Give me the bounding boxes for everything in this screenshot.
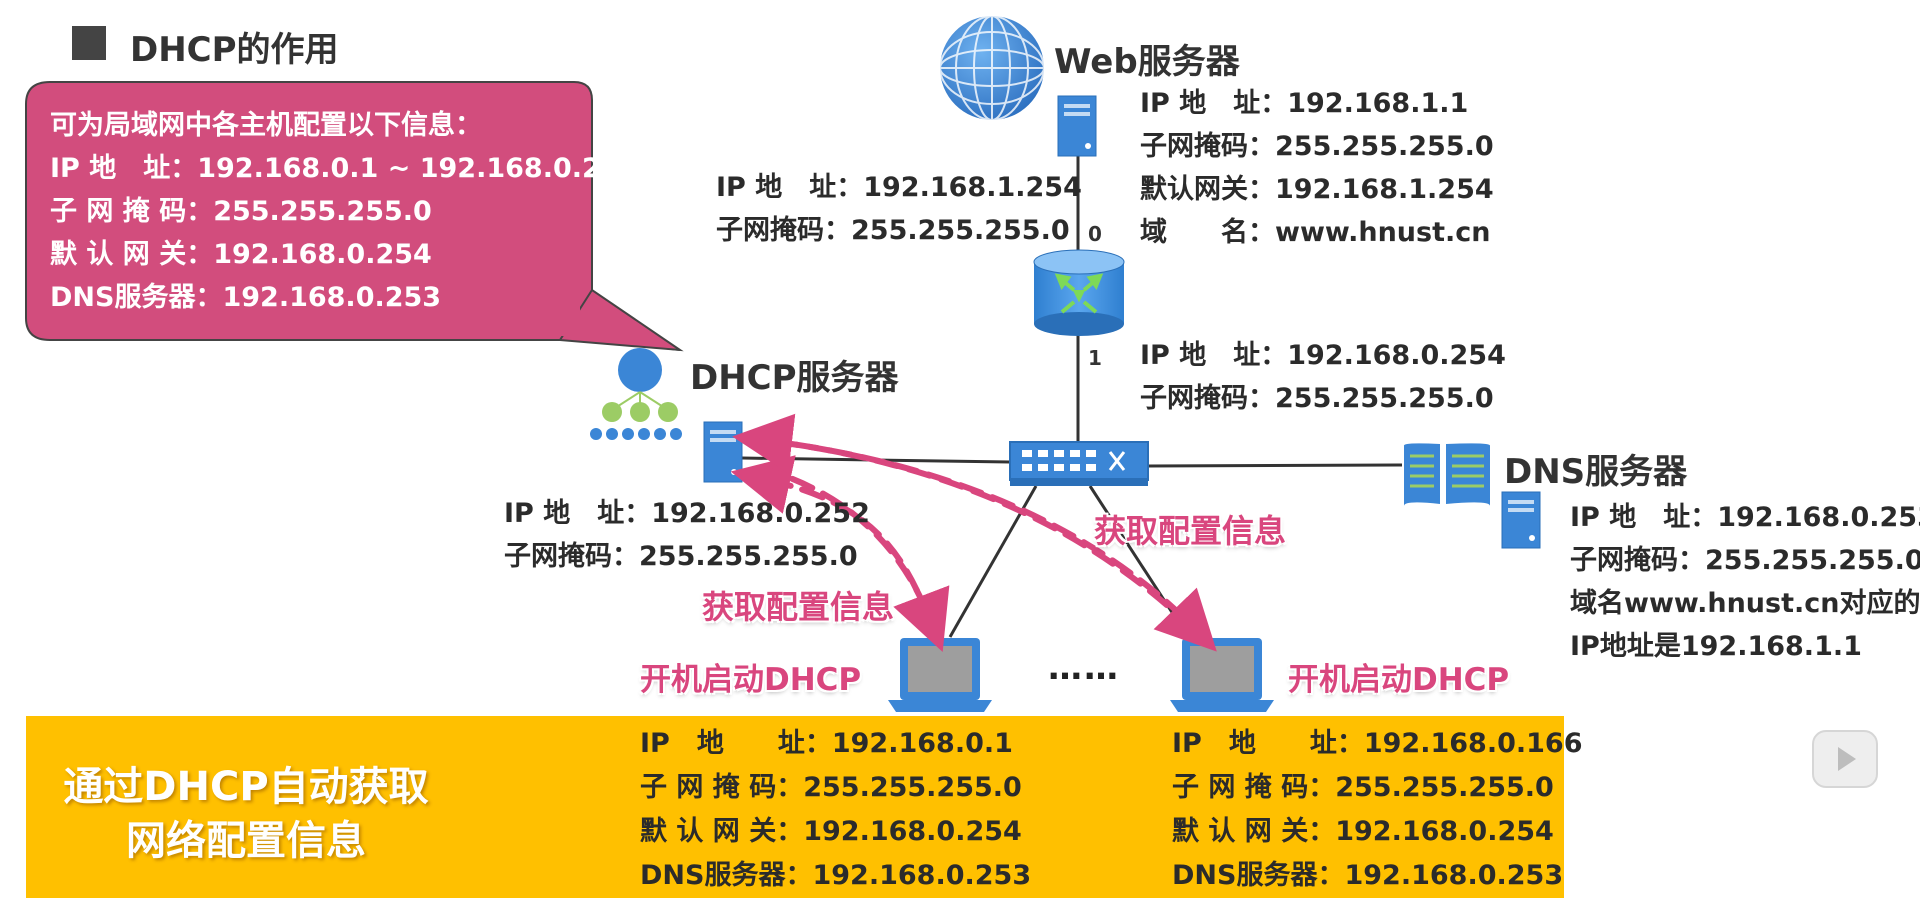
dns-book-icon	[1403, 443, 1491, 506]
get-config-label-1: 获取配置信息	[702, 588, 895, 626]
band-heading-line: 网络配置信息	[126, 818, 366, 864]
router-port0-line: IP 地 址：192.168.1.254	[716, 172, 1082, 203]
dhcp-org-icon	[590, 348, 682, 440]
host2-config: IP 地 址：192.168.0.166 子 网 掩 码：255.255.255…	[1172, 722, 1582, 898]
router-port1-info: IP 地 址：192.168.0.254 子网掩码：255.255.255.0	[1140, 334, 1506, 420]
web-server-info-line: 默认网关：192.168.1.254	[1140, 174, 1494, 205]
band-heading-line: 通过DHCP自动获取	[63, 764, 429, 810]
host2-config-line: 默 认 网 关：192.168.0.254	[1172, 816, 1554, 847]
dhcp-server-info-line: 子网掩码：255.255.255.0	[504, 541, 858, 572]
more-hosts-ellipsis: ……	[1048, 648, 1120, 688]
callout-heading: 可为局域网中各主机配置以下信息：	[50, 110, 482, 141]
dns-server-info-line: IP地址是192.168.1.1	[1570, 631, 1862, 662]
router-port0-line: 子网掩码：255.255.255.0	[716, 215, 1070, 246]
web-server-tower-icon	[1057, 95, 1097, 157]
dns-server-info-line: 域名www.hnust.cn对应的	[1570, 588, 1920, 619]
callout-line: 子 网 掩 码：255.255.255.0	[50, 196, 432, 227]
laptop-1-icon	[888, 638, 992, 712]
dns-server-name: DNS服务器	[1504, 452, 1688, 492]
play-icon[interactable]	[1812, 730, 1878, 788]
web-server-name: Web服务器	[1054, 42, 1240, 82]
host1-config-line: DNS服务器：192.168.0.253	[640, 860, 1032, 891]
title-bullet	[72, 26, 106, 60]
callout-line: 默 认 网 关：192.168.0.254	[50, 239, 432, 270]
callout-line: IP 地 址：192.168.0.1 ~ 192.168.0.251	[50, 153, 639, 184]
dns-server-info-line: 子网掩码：255.255.255.0	[1570, 545, 1920, 576]
laptop-2-icon	[1170, 638, 1274, 712]
arrow-dhcp-to-host1	[757, 465, 950, 653]
dhcp-server-name: DHCP服务器	[690, 358, 899, 398]
host1-config: IP 地 址：192.168.0.1 子 网 掩 码：255.255.255.0…	[640, 722, 1031, 898]
link-switch-dns	[1147, 463, 1403, 468]
dns-server-info: IP 地 址：192.168.0.253 子网掩码：255.255.255.0 …	[1570, 496, 1920, 668]
host1-config-line: 子 网 掩 码：255.255.255.0	[640, 772, 1022, 803]
boot-dhcp-label-2: 开机启动DHCP	[1288, 662, 1510, 698]
router-port1-line: 子网掩码：255.255.255.0	[1140, 383, 1494, 414]
host1-config-line: IP 地 址：192.168.0.1	[640, 728, 1013, 759]
dns-server-info-line: IP 地 址：192.168.0.253	[1570, 502, 1920, 533]
router-port0-info: IP 地 址：192.168.1.254 子网掩码：255.255.255.0	[716, 166, 1082, 252]
web-server-info-line: 域 名：www.hnust.cn	[1140, 217, 1491, 248]
callout-line: DNS服务器：192.168.0.253	[50, 282, 442, 313]
arrow-dhcp-to-host2	[759, 437, 1217, 652]
host2-config-line: 子 网 掩 码：255.255.255.0	[1172, 772, 1554, 803]
web-server-info: IP 地 址：192.168.1.1 子网掩码：255.255.255.0 默认…	[1140, 82, 1494, 254]
router-icon	[1033, 249, 1125, 336]
dns-server-tower-icon	[1501, 491, 1541, 549]
web-server-info-line: 子网掩码：255.255.255.0	[1140, 131, 1494, 162]
dhcp-server-info: IP 地 址：192.168.0.252 子网掩码：255.255.255.0	[504, 492, 870, 578]
host2-config-line: DNS服务器：192.168.0.253	[1172, 860, 1564, 891]
band-heading: 通过DHCP自动获取 网络配置信息	[26, 760, 466, 868]
dhcp-server-tower-icon	[703, 421, 743, 483]
router-port0-label: 0	[1088, 222, 1102, 246]
summary-band	[26, 716, 1564, 898]
boot-dhcp-label-1: 开机启动DHCP	[640, 662, 862, 698]
router-port1-line: IP 地 址：192.168.0.254	[1140, 340, 1506, 371]
web-server-info-line: IP 地 址：192.168.1.1	[1140, 88, 1469, 119]
dhcp-server-info-line: IP 地 址：192.168.0.252	[504, 498, 870, 529]
callout-text: 可为局域网中各主机配置以下信息： IP 地 址：192.168.0.1 ~ 19…	[50, 104, 638, 319]
switch-icon	[1009, 441, 1149, 486]
page-title: DHCP的作用	[130, 30, 339, 70]
globe-icon	[939, 15, 1045, 121]
get-config-label-2: 获取配置信息	[1094, 512, 1287, 550]
host2-config-line: IP 地 址：192.168.0.166	[1172, 728, 1583, 759]
host1-config-line: 默 认 网 关：192.168.0.254	[640, 816, 1022, 847]
router-port1-label: 1	[1088, 346, 1102, 370]
